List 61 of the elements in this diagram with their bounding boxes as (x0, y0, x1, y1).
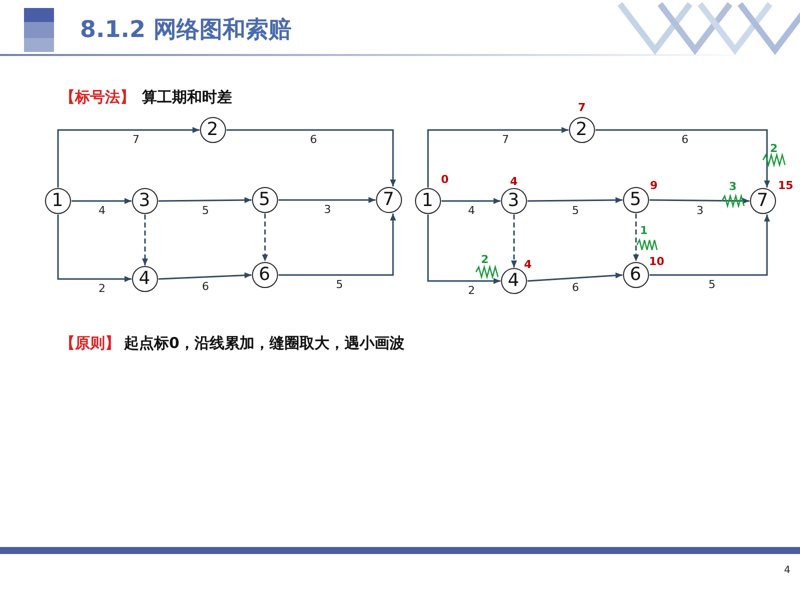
edge-label: 5 (335, 279, 344, 292)
node-circle: 5 (252, 186, 278, 212)
arrow (427, 127, 568, 188)
edge-label: 6 (201, 281, 210, 294)
dashed-arrow (511, 214, 517, 268)
section-heading: 算工期和时差 (142, 88, 232, 106)
arrow (158, 197, 252, 204)
node-circle: 6 (622, 262, 648, 288)
node-circle: 4 (500, 268, 526, 294)
float-value: 2 (481, 253, 489, 266)
node-value: 4 (524, 259, 532, 272)
edge-label: 6 (309, 134, 318, 146)
edge-label: 5 (708, 279, 716, 292)
node-value: 15 (778, 180, 794, 192)
float-value: 2 (770, 142, 778, 156)
float-value: 1 (640, 224, 648, 238)
arrow (278, 197, 376, 203)
node-circle: 7 (376, 186, 402, 212)
edge-label: 6 (680, 134, 690, 146)
node-circle: 2 (200, 116, 226, 142)
node-value: 7 (578, 102, 586, 114)
edge-label: 3 (323, 204, 332, 216)
node-circle: 7 (750, 188, 776, 214)
node-circle: 2 (568, 116, 594, 142)
arrow (72, 198, 132, 204)
arrow (650, 214, 770, 276)
edge-label: 3 (696, 204, 704, 217)
section-label: 【原则】 (60, 334, 120, 352)
edge-label: 6 (571, 282, 580, 294)
node-circle: 1 (414, 188, 440, 214)
dashed-arrow (142, 214, 148, 266)
node-value: 9 (650, 180, 658, 192)
node-circle: 3 (132, 188, 158, 214)
arrow (650, 198, 750, 204)
slide-title: 8.1.2 网络图和索赔 (80, 17, 292, 45)
node-value: 0 (441, 174, 449, 186)
arrow (527, 272, 623, 282)
arrow (442, 198, 500, 204)
edge-label: 5 (201, 204, 210, 217)
section-label: 【标号法】 (60, 88, 135, 106)
arrow (528, 197, 622, 204)
node-circle: 3 (500, 188, 526, 214)
arrow (278, 214, 396, 276)
arrow (57, 127, 200, 188)
node-circle: 5 (622, 186, 648, 212)
dashed-arrow (262, 214, 268, 262)
arrow (57, 214, 132, 282)
node-circle: 1 (44, 188, 70, 214)
arrow (226, 129, 396, 186)
arrow (158, 272, 252, 280)
node-value: 4 (510, 176, 518, 188)
page-number: 4 (784, 565, 790, 577)
node-circle: 6 (252, 262, 278, 288)
rule-text: 起点标0，沿线累加，缝圈取大，遇小画波 (124, 334, 404, 352)
float-value: 3 (729, 180, 737, 194)
edge-label: 5 (571, 204, 580, 217)
node-circle: 4 (132, 266, 158, 292)
arrow (596, 129, 770, 188)
node-value: 10 (649, 256, 664, 268)
dashed-arrow (633, 214, 639, 262)
arrow (427, 214, 500, 284)
